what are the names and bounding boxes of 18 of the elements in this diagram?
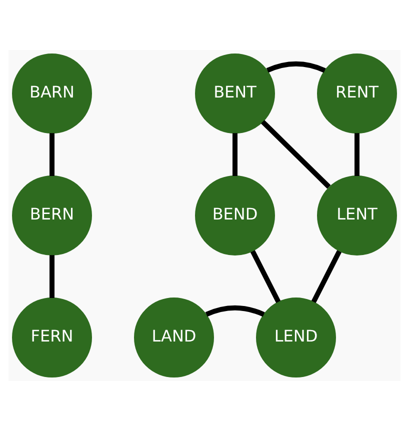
node-circle: LEND: [256, 297, 336, 377]
node-circle: FERN: [12, 297, 92, 377]
connector: [50, 132, 54, 176]
connector: [205, 304, 265, 316]
node-circle: LAND: [134, 297, 214, 377]
connector: [266, 60, 326, 72]
node-circle: BEND: [195, 175, 275, 255]
connector: [250, 250, 281, 302]
node-circle: RENT: [317, 53, 397, 133]
node-circle: BARN: [12, 53, 92, 133]
connector: [311, 250, 342, 302]
connector: [232, 132, 238, 176]
node-circle: BERN: [12, 175, 92, 255]
connector: [354, 132, 360, 176]
node-circle: LENT: [317, 175, 397, 255]
connector: [260, 119, 331, 188]
node-circle: BENT: [195, 53, 275, 133]
connector: [50, 254, 54, 298]
